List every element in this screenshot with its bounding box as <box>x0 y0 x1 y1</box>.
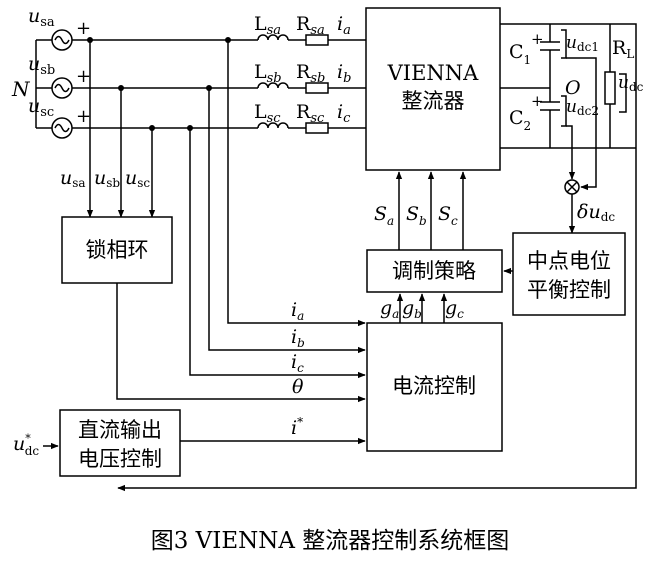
sc-label: Sc <box>438 203 458 228</box>
dc-voltage-control-line1: 直流输出 <box>78 418 162 442</box>
gb-label: gb <box>402 297 422 321</box>
switch-signals: Sa Sb Sc <box>374 171 467 250</box>
modulation-block <box>366 249 503 293</box>
inductor-a-label: Lsa <box>254 13 281 38</box>
dc-voltage-control-line2: 电压控制 <box>78 447 162 471</box>
dc-side: C1 + C2 + udc1 udc2 O RL udc δudc <box>117 23 644 492</box>
ga-label: ga <box>380 297 399 321</box>
inductor-c-icon <box>257 122 289 129</box>
source-a-wave-icon <box>54 35 70 45</box>
ia-feedback-line <box>227 40 366 327</box>
inductor-c-label: Lsc <box>254 101 281 126</box>
current-c-label: ic <box>337 101 351 126</box>
vienna-title: VIENNA <box>387 61 480 85</box>
modulation-label: 调制策略 <box>392 259 476 283</box>
vienna-rectifier-block <box>365 7 501 171</box>
usc-tap-label: usc <box>125 167 150 190</box>
ac-sources: N usa + usb + usc + <box>11 5 91 139</box>
current-control-block <box>366 322 503 452</box>
midpoint-line2: 平衡控制 <box>527 278 611 302</box>
udc1-bracket <box>561 29 567 59</box>
vienna-subtitle: 整流器 <box>402 89 465 113</box>
figure-caption: 图3 VIENNA 整流器控制系统框图 <box>151 528 510 554</box>
theta-label: θ <box>292 376 304 398</box>
inductor-b-icon <box>257 82 289 89</box>
resistor-to-rectifier-links <box>328 39 366 129</box>
dc-voltage-control-block <box>59 409 181 477</box>
source-a-label: usa <box>28 5 55 30</box>
voltage-measurement: usa usb usc <box>60 37 156 218</box>
cap1-plus: + <box>531 30 544 48</box>
udc2-bracket <box>561 95 567 127</box>
usa-tap-dot <box>87 37 93 43</box>
load-resistor-label: RL <box>612 37 634 61</box>
sb-label: Sb <box>406 203 427 228</box>
resistor-b-label: Rsb <box>296 61 325 86</box>
current-control-label: 电流控制 <box>392 374 476 398</box>
midpoint-balance-block <box>512 232 626 316</box>
inductor-b-label: Lsb <box>254 61 282 86</box>
usb-tap-dot <box>118 85 124 91</box>
ib-tap-dot <box>206 85 212 91</box>
cap1-label: C1 <box>509 41 531 67</box>
ic-tap-dot <box>187 125 193 131</box>
theta-line <box>116 283 366 403</box>
usb-tap-label: usb <box>94 167 120 190</box>
current-a-label: ia <box>337 13 351 38</box>
source-b-label: usb <box>28 53 55 78</box>
udc2-to-sum <box>566 125 576 180</box>
ic-feedback-line <box>189 128 366 379</box>
ib-input-label: ib <box>291 326 305 350</box>
udc2-label: udc2 <box>566 97 599 118</box>
inductor-a-icon <box>257 34 289 41</box>
current-b-label: ib <box>337 61 351 86</box>
sa-label: Sa <box>374 203 394 228</box>
usa-tap-label: usa <box>60 167 86 190</box>
udc-ref-label: u*dc <box>13 432 39 458</box>
cap2-plus: + <box>531 92 544 110</box>
ia-input-label: ia <box>291 299 304 323</box>
delta-udc-label: δudc <box>577 201 615 224</box>
cap2-label: C2 <box>509 107 531 133</box>
gate-signals: ga gb gc <box>380 293 464 323</box>
current-control-inputs: ia ib ic θ i* <box>116 37 366 445</box>
istar-label: i* <box>291 415 303 439</box>
resistor-c-label: Rsc <box>296 101 325 126</box>
source-a-plus: + <box>76 18 91 39</box>
inductor-resistor-links <box>288 39 306 129</box>
pll-label: 锁相环 <box>86 238 149 262</box>
source-c-label: usc <box>28 95 54 120</box>
udc1-label: udc1 <box>566 33 599 54</box>
midpoint-o-label: O <box>565 77 581 99</box>
source-c-plus: + <box>76 106 91 127</box>
midpoint-line1: 中点电位 <box>527 249 611 273</box>
udc-label: udc <box>618 73 644 94</box>
pll-block <box>61 216 173 284</box>
udc1-to-sum <box>566 57 597 191</box>
resistor-a-label: Rsa <box>296 13 325 38</box>
summing-cross-icon <box>566 181 578 193</box>
neutral-links <box>36 39 52 129</box>
ib-feedback-line <box>208 88 366 354</box>
load-resistor-icon <box>604 71 616 105</box>
dc-voltage-feedback-line <box>117 23 637 492</box>
ic-input-label: ic <box>291 351 304 375</box>
phase-lines: Lsa Lsb Lsc Rsa Rsb Rsc ia ib ic <box>72 13 366 134</box>
source-b-wave-icon <box>54 83 70 93</box>
source-b-plus: + <box>76 66 91 87</box>
ia-tap-dot <box>225 37 231 43</box>
udc-bracket <box>619 73 627 113</box>
gc-label: gc <box>445 297 464 321</box>
source-c-wave-icon <box>54 123 70 133</box>
usc-tap-dot <box>149 125 155 131</box>
neutral-label: N <box>11 77 31 101</box>
